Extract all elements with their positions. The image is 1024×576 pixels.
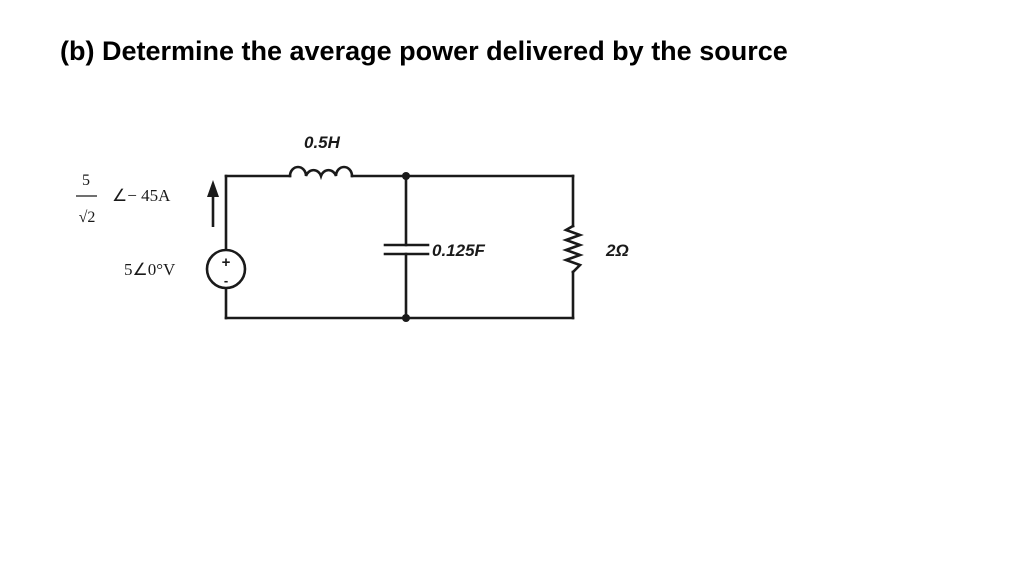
current-phase: ∠− 45A <box>112 186 171 205</box>
inductor-icon <box>288 165 354 181</box>
current-numerator: 5 <box>82 172 90 189</box>
node-top <box>402 172 410 180</box>
current-arrow-icon <box>207 180 219 227</box>
resistor-icon <box>562 224 584 274</box>
source-minus: - <box>224 273 228 288</box>
node-bottom <box>402 314 410 322</box>
current-label: 5 √2 ∠− 45A <box>76 172 171 226</box>
voltage-source-icon <box>205 248 247 290</box>
inductor-label: 0.5H <box>304 133 341 152</box>
source-plus: + <box>222 254 231 271</box>
capacitor-icon <box>383 243 430 256</box>
capacitor-label: 0.125F <box>432 241 486 260</box>
circuit-wires <box>224 174 575 320</box>
slide-heading: (b) Determine the average power delivere… <box>60 36 788 66</box>
resistor-label: 2Ω <box>605 241 629 260</box>
current-denominator: √2 <box>79 209 96 226</box>
source-label: 5∠0°V <box>124 260 176 279</box>
